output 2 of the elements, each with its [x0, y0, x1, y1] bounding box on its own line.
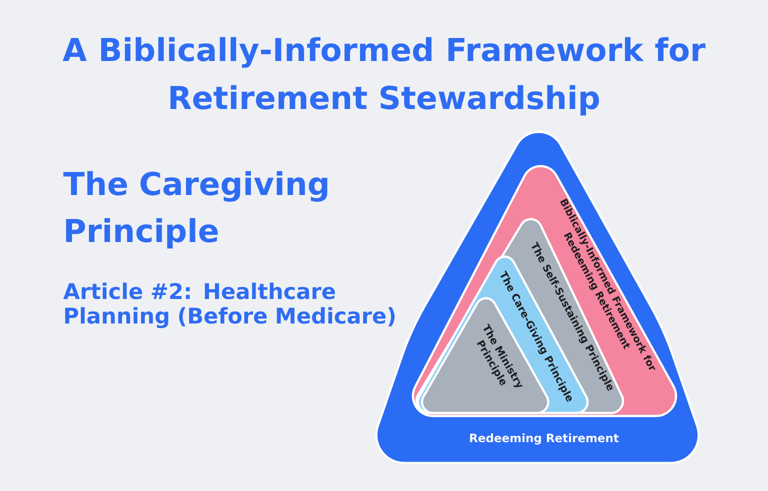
subheading: The Caregiving Principle: [63, 171, 328, 249]
title: A Biblically-Informed Framework for Retirement Stewardship: [62, 37, 706, 116]
